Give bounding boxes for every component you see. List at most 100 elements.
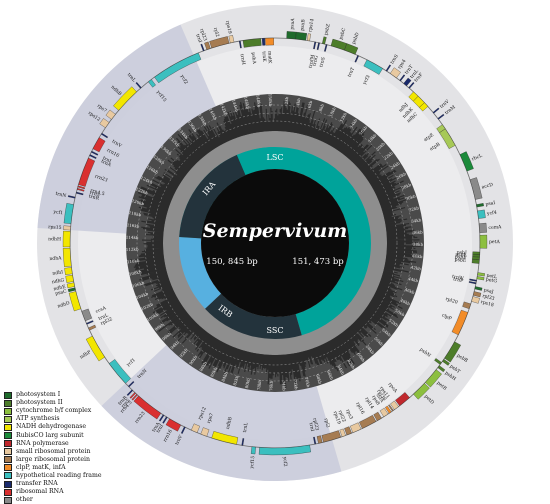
kb-tick-label: 146kb [243, 96, 251, 110]
legend-swatch [4, 456, 12, 464]
legend-label: photosystem I [16, 391, 61, 399]
kb-tick-label: 52kb [388, 318, 400, 328]
gene-block [90, 150, 99, 156]
gene-label: ycf3 [361, 74, 372, 86]
legend-label: transfer RNA [16, 480, 58, 488]
ira-length-label: 151, 473 bp [292, 257, 344, 267]
gene-label: rrn16 [106, 147, 121, 159]
gene-block [200, 427, 210, 437]
kb-tick-label: 94kb [169, 339, 180, 350]
legend-label: ATP synthesis [16, 415, 60, 423]
kb-tick-label: 84kb [220, 371, 228, 383]
legend-label: hypothetical reading frame [16, 471, 102, 479]
gene-label: atpB [429, 141, 442, 152]
center-disc [201, 169, 349, 317]
gene-label: trnA [151, 421, 162, 433]
kb-tick-label: 118kb [128, 210, 142, 218]
gene-label: psbT [448, 363, 461, 375]
gene-label: ycf2 [282, 456, 289, 467]
gene-label: trnS [318, 57, 326, 68]
gene-label: psaJ [483, 287, 494, 295]
gene-label: trnR [88, 193, 100, 202]
gene-block [242, 38, 262, 48]
gene-block [316, 435, 323, 444]
gene-label: trnL [409, 68, 420, 80]
gene-block [99, 118, 110, 128]
gene-block [306, 33, 311, 42]
gene-label: trnH [239, 53, 247, 65]
gene-block [131, 393, 138, 401]
legend-item: ATP synthesis [4, 415, 164, 423]
gene-label: rrn5 [120, 398, 131, 410]
kb-tick-label: 98kb [154, 322, 165, 332]
gene-block [75, 191, 84, 196]
gene-label: rps19 [224, 20, 233, 34]
gene-label: rpl33 [482, 293, 496, 302]
legend-item: cytochrome b/f complex [4, 407, 164, 415]
gene-block [468, 281, 477, 285]
gene-label: trnW [452, 274, 465, 282]
gene-block [63, 225, 71, 231]
gene-block [92, 137, 106, 153]
gene-block [108, 359, 131, 384]
legend-item: RubisCO larg subunit [4, 431, 164, 440]
gene-block [67, 287, 76, 293]
gene-block [105, 109, 116, 120]
gc-gridline [144, 112, 406, 374]
kb-tick-label: 28kb [401, 182, 413, 191]
gene-label: ycf4 [486, 210, 498, 217]
legend-swatch [4, 464, 12, 472]
kb-tick-label: 86kb [209, 366, 218, 378]
kb-tick-label: 128kb [152, 154, 166, 166]
gene-label: ndhD [57, 300, 71, 309]
kb-tick-label: 62kb [346, 358, 356, 370]
gene-label: psbZ [323, 23, 332, 36]
gene-label: trnV [111, 139, 124, 150]
gene-label: petG [485, 277, 497, 285]
gene-label: rrn16 [162, 429, 174, 444]
kb-tick-label: 68kb [315, 374, 323, 386]
gene-block [154, 52, 202, 84]
gene-label: rps18 [480, 299, 495, 308]
gene-block [321, 430, 341, 443]
legend-swatch [4, 448, 12, 456]
gene-label: matK [266, 51, 272, 64]
gene-block [477, 272, 485, 277]
gene-label: ndhG [51, 277, 65, 285]
gene-label: rrn5 [89, 190, 101, 199]
legend-swatch [4, 440, 12, 448]
gene-label: ndhF [79, 349, 92, 360]
genome-title: Sempervivum [203, 220, 348, 242]
kb-tick-label: 6kb [307, 100, 314, 109]
kb-tick-label: 126kb [146, 164, 160, 175]
kb-tick-label: 16kb [358, 124, 368, 135]
gene-block [209, 36, 230, 49]
gene-block [133, 395, 162, 420]
gene-block [66, 282, 75, 289]
gene-label: trnI [102, 155, 113, 164]
gene-label: trnI [194, 33, 203, 44]
gene-label: psbB [456, 353, 470, 365]
gene-label: ndhH [48, 236, 61, 242]
legend-label: RNA polymerase [16, 439, 69, 447]
gene-block [385, 64, 392, 72]
gene-label: rpl2 [212, 27, 220, 38]
gene-label: ndhB [225, 416, 234, 430]
gene-block [350, 422, 362, 433]
kb-tick-label: 46kb [404, 287, 416, 295]
gene-label: trnL [242, 422, 250, 433]
kb-tick-label: 50kb [394, 308, 406, 318]
gene-block [479, 234, 488, 249]
legend-item: clpP, matK, infA [4, 464, 164, 472]
gene-block [211, 431, 239, 445]
kb-tick-label: 44kb [408, 276, 419, 284]
gene-block [395, 392, 410, 406]
legend-swatch [4, 407, 12, 415]
gene-block [180, 426, 186, 434]
gene-block [354, 55, 359, 63]
legend-item: photosystem II [4, 399, 164, 407]
kb-tick-label: 4kb [295, 97, 301, 106]
gene-block [165, 418, 181, 432]
kb-tick-label: 30kb [405, 193, 417, 201]
